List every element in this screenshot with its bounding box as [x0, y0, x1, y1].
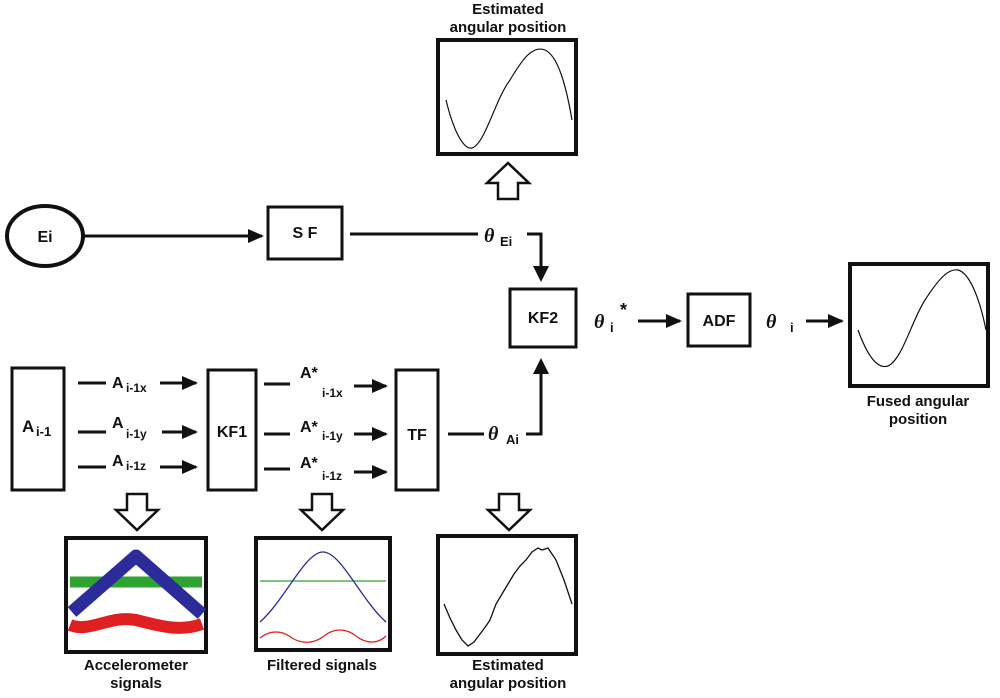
accelerometer-traces: [67, 549, 207, 634]
tf-label: TF: [407, 427, 427, 444]
theta-ai-symbol: θ: [488, 423, 499, 445]
plot-estimated-angular-bottom: [436, 534, 578, 656]
open-arrow-down-accel-icon: [112, 492, 162, 532]
theta-ai-subscript: Ai: [506, 432, 519, 447]
arrow-theta-ei-to-kf2: [527, 232, 543, 270]
a-prev-subscript: i-1: [36, 424, 51, 439]
theta-ei-subscript: Ei: [500, 234, 512, 249]
theta-star-subscript: i: [610, 320, 614, 335]
arrowhead-up-icon: [533, 358, 549, 374]
az-label: A: [112, 453, 124, 470]
sf-block: [266, 205, 344, 261]
adf-label: ADF: [703, 313, 736, 330]
theta-star-superscript: *: [620, 300, 627, 320]
a-prev-block: [10, 366, 66, 492]
caption-filtered-signals: Filtered signals: [267, 657, 377, 674]
accelerometer-trace-blue: [67, 549, 207, 619]
caption-fused-line1: Fused angular: [867, 393, 970, 410]
plot-estimated-angular-top: [436, 38, 578, 156]
kf2-label: KF2: [528, 310, 558, 327]
noisy-curve-estimated-bottom: [443, 547, 573, 647]
sine-curve-fused: [857, 269, 987, 368]
theta-ei-symbol: θ: [484, 225, 495, 247]
afy-subscript: i-1y: [322, 429, 343, 443]
open-arrow-down-filtered-icon: [297, 492, 347, 532]
caption-estimated-top-line1: Estimated: [472, 1, 544, 18]
afz-subscript: i-1z: [322, 469, 342, 483]
caption-estimated-bottom-line1: Estimated: [472, 657, 544, 674]
afx-subscript: i-1x: [322, 386, 343, 400]
caption-accelerometer-line2: signals: [110, 675, 162, 692]
filtered-trace-blue: [259, 551, 387, 623]
afy-label: A*: [300, 419, 319, 436]
theta-star-symbol: θ: [594, 311, 605, 333]
ay-label: A: [112, 415, 124, 432]
arrowhead-down-icon: [533, 266, 549, 282]
theta-out-symbol: θ: [766, 311, 777, 333]
caption-accelerometer-line1: Accelerometer: [84, 657, 188, 674]
ax-subscript: i-1x: [126, 381, 147, 395]
arrow-theta-ai-to-kf2: [526, 372, 543, 436]
kf2-block: [508, 287, 578, 349]
adf-block: [686, 292, 752, 348]
open-arrow-up-icon: [483, 161, 533, 201]
filtered-trace-red: [259, 629, 387, 643]
ax-label: A: [112, 375, 124, 392]
kf1-block: [206, 368, 258, 492]
sine-curve-estimated-top: [445, 48, 573, 149]
a-prev-label: A: [22, 417, 34, 436]
afx-label: A*: [300, 365, 319, 382]
open-arrow-down-estimated-icon: [484, 492, 534, 532]
caption-fused-line2: position: [889, 411, 947, 428]
filtered-traces: [259, 551, 387, 643]
ei-label: Ei: [37, 229, 52, 246]
theta-out-subscript: i: [790, 320, 794, 335]
afz-label: A*: [300, 455, 319, 472]
accelerometer-trace-red: [67, 613, 205, 634]
caption-estimated-top-line2: angular position: [450, 19, 567, 36]
caption-estimated-bottom-line2: angular position: [450, 675, 567, 692]
kf1-label: KF1: [217, 424, 247, 441]
plot-fused-angular: [848, 262, 990, 388]
ei-input-node: [5, 204, 85, 268]
tf-block: [394, 368, 440, 492]
plot-filtered-signals: [254, 536, 392, 652]
ay-subscript: i-1y: [126, 427, 147, 441]
az-subscript: i-1z: [126, 459, 146, 473]
sf-label: S F: [293, 225, 318, 242]
